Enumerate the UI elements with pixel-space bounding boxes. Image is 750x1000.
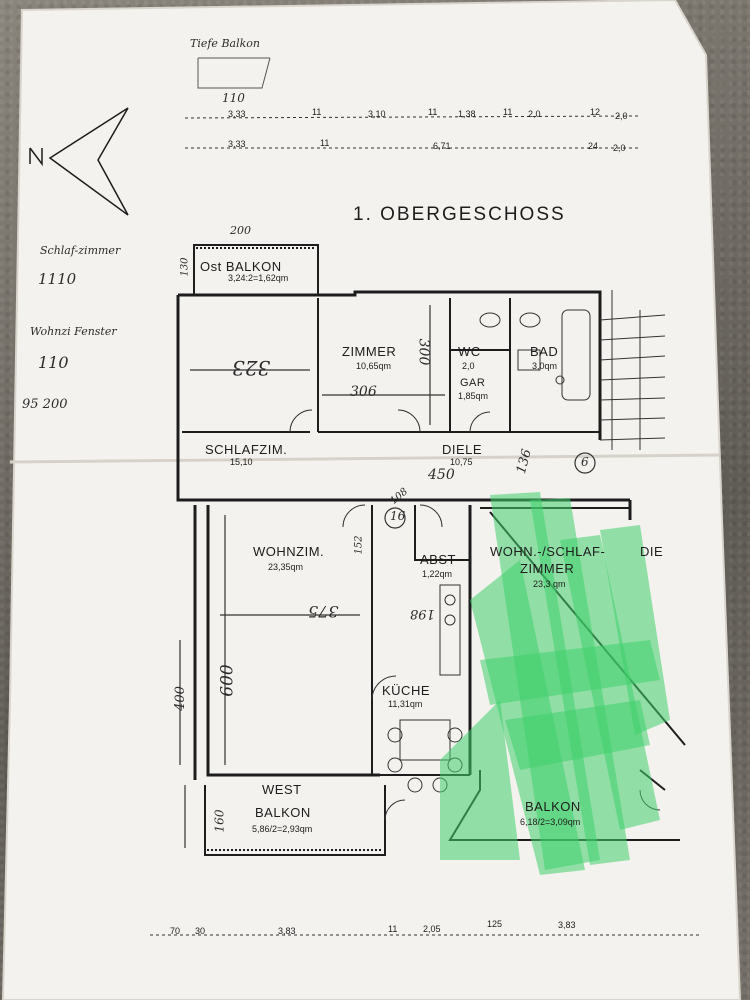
room-label-diele: DIELE	[442, 442, 483, 457]
room-area-wc: 2,0	[462, 361, 475, 371]
dim-label: 12	[590, 107, 601, 117]
handwritten-dimension-arrows	[179, 305, 445, 848]
handwritten-dim: 306	[350, 384, 377, 400]
room-area-zimmer: 10,65qm	[356, 361, 392, 371]
dim-label: 2,0	[615, 111, 628, 121]
handwritten-dim: 600	[217, 664, 238, 697]
door-swings	[289, 409, 661, 821]
handwritten-dim: 375	[308, 602, 339, 621]
handwritten-note: Schlaf-zimmer	[40, 244, 121, 257]
circle-marker	[574, 452, 596, 474]
handwritten-dim: 110	[222, 91, 245, 105]
room-area-diele: 10,75	[450, 457, 473, 467]
circle-marker-label: 16	[390, 509, 406, 523]
handwritten-dim: 400	[172, 686, 188, 711]
handwritten-value: 95 200	[22, 397, 68, 412]
room-label-schlafzim: SCHLAFZIM.	[205, 442, 288, 457]
handwritten-dim: 300	[415, 338, 432, 366]
handwritten-note: Wohnzi Fenster	[30, 325, 117, 338]
dim-label: 6,71	[433, 141, 451, 151]
stairwell-hatching	[599, 290, 666, 450]
room-label-wohnzim: WOHNZIM.	[253, 544, 325, 559]
dim-label: 2,0	[613, 143, 626, 153]
north-arrow-icon	[29, 107, 129, 216]
dim-label: 11	[388, 924, 398, 934]
dim-label: 3,33	[228, 139, 246, 149]
room-label-wc: WC	[458, 344, 481, 359]
room-area-abst: 1,22qm	[422, 569, 453, 579]
room-area-bad: 3,0qm	[532, 361, 558, 371]
handwritten-dim: 160	[212, 809, 227, 833]
room-label-balkon: BALKON	[525, 799, 581, 814]
kitchen-counter	[439, 584, 461, 676]
dim-label: 3,33	[228, 109, 246, 119]
ost-balkon-outline	[193, 244, 319, 295]
handwritten-dim: 198	[410, 606, 435, 621]
room-label-wohn-schlaf-2: ZIMMER	[520, 561, 575, 576]
room-label-west-balkon: BALKON	[255, 805, 311, 820]
dim-label: 2,05	[423, 924, 441, 934]
room-label-west: WEST	[262, 782, 302, 797]
dim-label: 3,10	[368, 109, 386, 119]
room-label-abst: ABST	[420, 552, 456, 567]
dim-label: 30	[195, 926, 206, 936]
room-area-west-balkon: 5,86/2=2,93qm	[252, 824, 313, 834]
dim-label: 3,83	[278, 926, 296, 936]
room-label-wohn-schlaf: WOHN.-/SCHLAF-	[490, 544, 606, 559]
circle-marker	[384, 507, 406, 529]
handwritten-dim: 152	[353, 535, 365, 555]
balcony-sketch	[197, 57, 271, 89]
dim-label: 24	[588, 141, 599, 151]
dim-label: 2,0	[528, 109, 541, 119]
handwritten-dim: 130	[179, 257, 191, 277]
room-area-gar: 1,85qm	[458, 391, 489, 401]
sanitary-fixtures	[479, 309, 591, 401]
room-area-balkon: 6,18/2=3,09qm	[520, 817, 581, 827]
dim-label: 70	[170, 926, 181, 936]
dim-label: 11	[428, 107, 438, 117]
room-label-kueche: KÜCHE	[382, 683, 431, 698]
room-label-ost-balkon: Ost BALKON	[200, 259, 282, 274]
room-area-kueche: 11,31qm	[388, 699, 423, 709]
room-label-gar: GAR	[460, 377, 486, 389]
handwritten-dim: 200	[230, 224, 251, 237]
circle-marker-label: 6	[581, 455, 589, 469]
dim-label: 11	[312, 107, 322, 117]
handwritten-note: Tiefe Balkon	[190, 37, 260, 50]
dim-label: 11	[320, 138, 330, 148]
top-dimension-lines	[184, 115, 641, 149]
paper-fold	[9, 453, 721, 464]
page-title: 1. OBERGESCHOSS	[353, 204, 566, 225]
room-label-cut-off: DIE	[640, 544, 664, 559]
room-label-bad: BAD	[530, 344, 559, 359]
exterior-walls	[176, 290, 632, 780]
dim-label: 125	[487, 919, 503, 929]
green-highlight-marks	[440, 492, 670, 875]
dim-label: 11	[503, 107, 513, 117]
handwritten-dim: 450	[428, 467, 455, 483]
interior-walls	[182, 298, 631, 776]
handwritten-dim: 323	[232, 356, 271, 380]
room-area-ost-balkon: 3,24:2=1,62qm	[228, 273, 289, 283]
room-label-zimmer: ZIMMER	[342, 344, 397, 359]
dim-label: 1,38	[458, 109, 476, 119]
handwritten-value: 110	[38, 353, 69, 372]
room-area-wohnzim: 23,35qm	[268, 562, 304, 572]
room-area-schlafzim: 15,10	[230, 457, 253, 467]
dim-label: 3,83	[558, 920, 576, 930]
handwritten-value: 1110	[38, 270, 77, 288]
room-area-wohn-schlaf: 23,3 qm	[533, 579, 566, 589]
